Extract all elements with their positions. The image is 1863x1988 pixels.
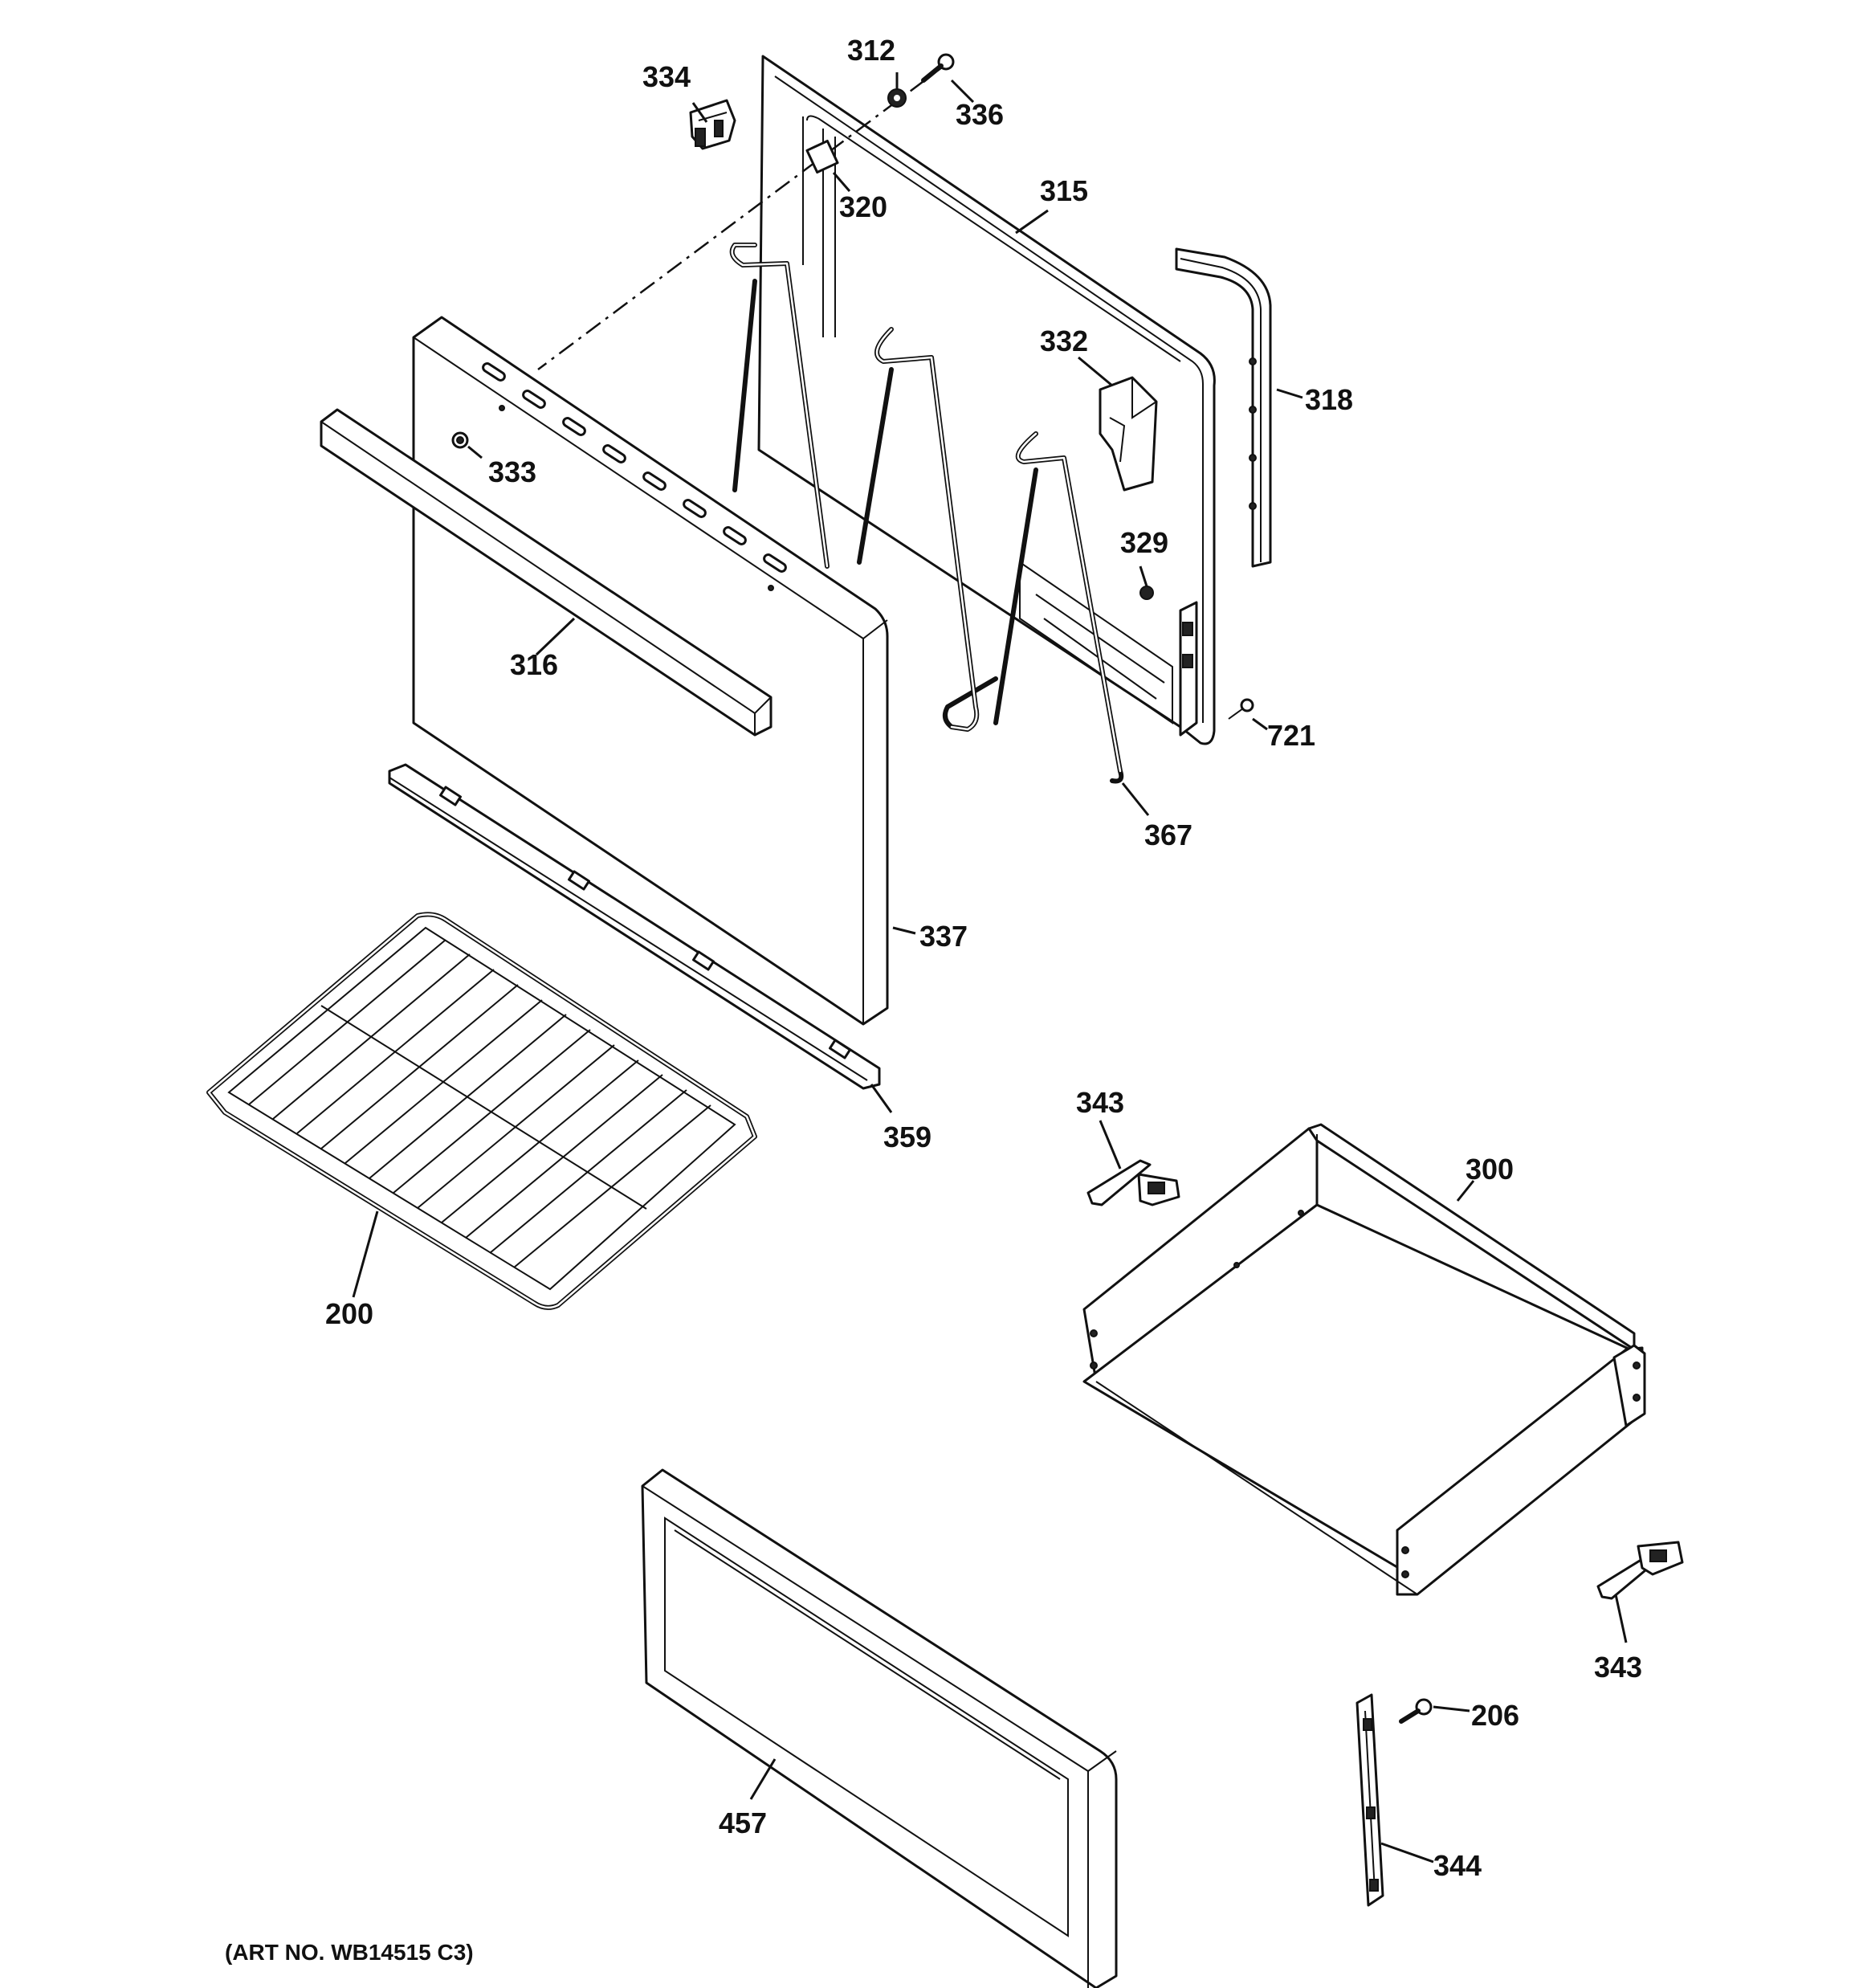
screw (921, 53, 955, 83)
drawer-front-panel (641, 1468, 1118, 1988)
door-clip (805, 139, 839, 174)
callout-336: 336 (956, 98, 1004, 131)
callout-359: 359 (883, 1121, 932, 1153)
insulation-pad (1099, 376, 1158, 492)
screw-333 (451, 431, 469, 449)
art-number-caption: (ART NO. WB14515 C3) (225, 1940, 474, 1965)
callout-721: 721 (1267, 719, 1315, 752)
callout-316: 316 (510, 648, 558, 681)
callout-367: 367 (1144, 818, 1192, 851)
callout-343-right: 343 (1594, 1651, 1642, 1684)
callout-344: 344 (1433, 1849, 1482, 1882)
door-hinge-wires (729, 243, 1124, 784)
rack-bars (248, 939, 711, 1268)
callout-320: 320 (839, 190, 887, 223)
drawer-slide-right (1596, 1541, 1684, 1600)
callout-337: 337 (919, 920, 968, 953)
hinge-bracket (1179, 601, 1198, 737)
drawer-slide-left (1086, 1159, 1180, 1206)
door-handle (320, 408, 773, 737)
leader-lines (352, 72, 1628, 1863)
callout-315: 315 (1040, 174, 1088, 207)
drawer-rail (1355, 1693, 1384, 1907)
callout-343-left: 343 (1076, 1086, 1124, 1119)
door-vent-slots (482, 362, 787, 573)
hinge-clip (689, 99, 736, 150)
callout-332: 332 (1040, 325, 1088, 357)
screw-329 (1139, 586, 1154, 600)
door-bottom-trim (388, 763, 881, 1090)
alignment-line (537, 59, 952, 371)
callout-200: 200 (325, 1297, 373, 1330)
storage-drawer (1082, 1123, 1646, 1596)
callout-206: 206 (1471, 1699, 1519, 1732)
callout-318: 318 (1305, 383, 1353, 416)
callout-329: 329 (1120, 526, 1168, 559)
callout-333: 333 (488, 455, 536, 488)
callout-312: 312 (847, 34, 895, 67)
callout-457: 457 (719, 1806, 767, 1839)
oven-rack (206, 912, 757, 1310)
nut (887, 88, 907, 108)
screw-206 (1399, 1698, 1433, 1724)
oven-door (412, 316, 889, 1026)
callout-334: 334 (642, 60, 691, 93)
screw-721 (1228, 698, 1254, 720)
callout-300: 300 (1466, 1153, 1514, 1186)
door-gasket-strip (1175, 247, 1272, 568)
callout-labels: 334 312 336 320 315 318 332 333 329 316 … (325, 34, 1642, 1882)
